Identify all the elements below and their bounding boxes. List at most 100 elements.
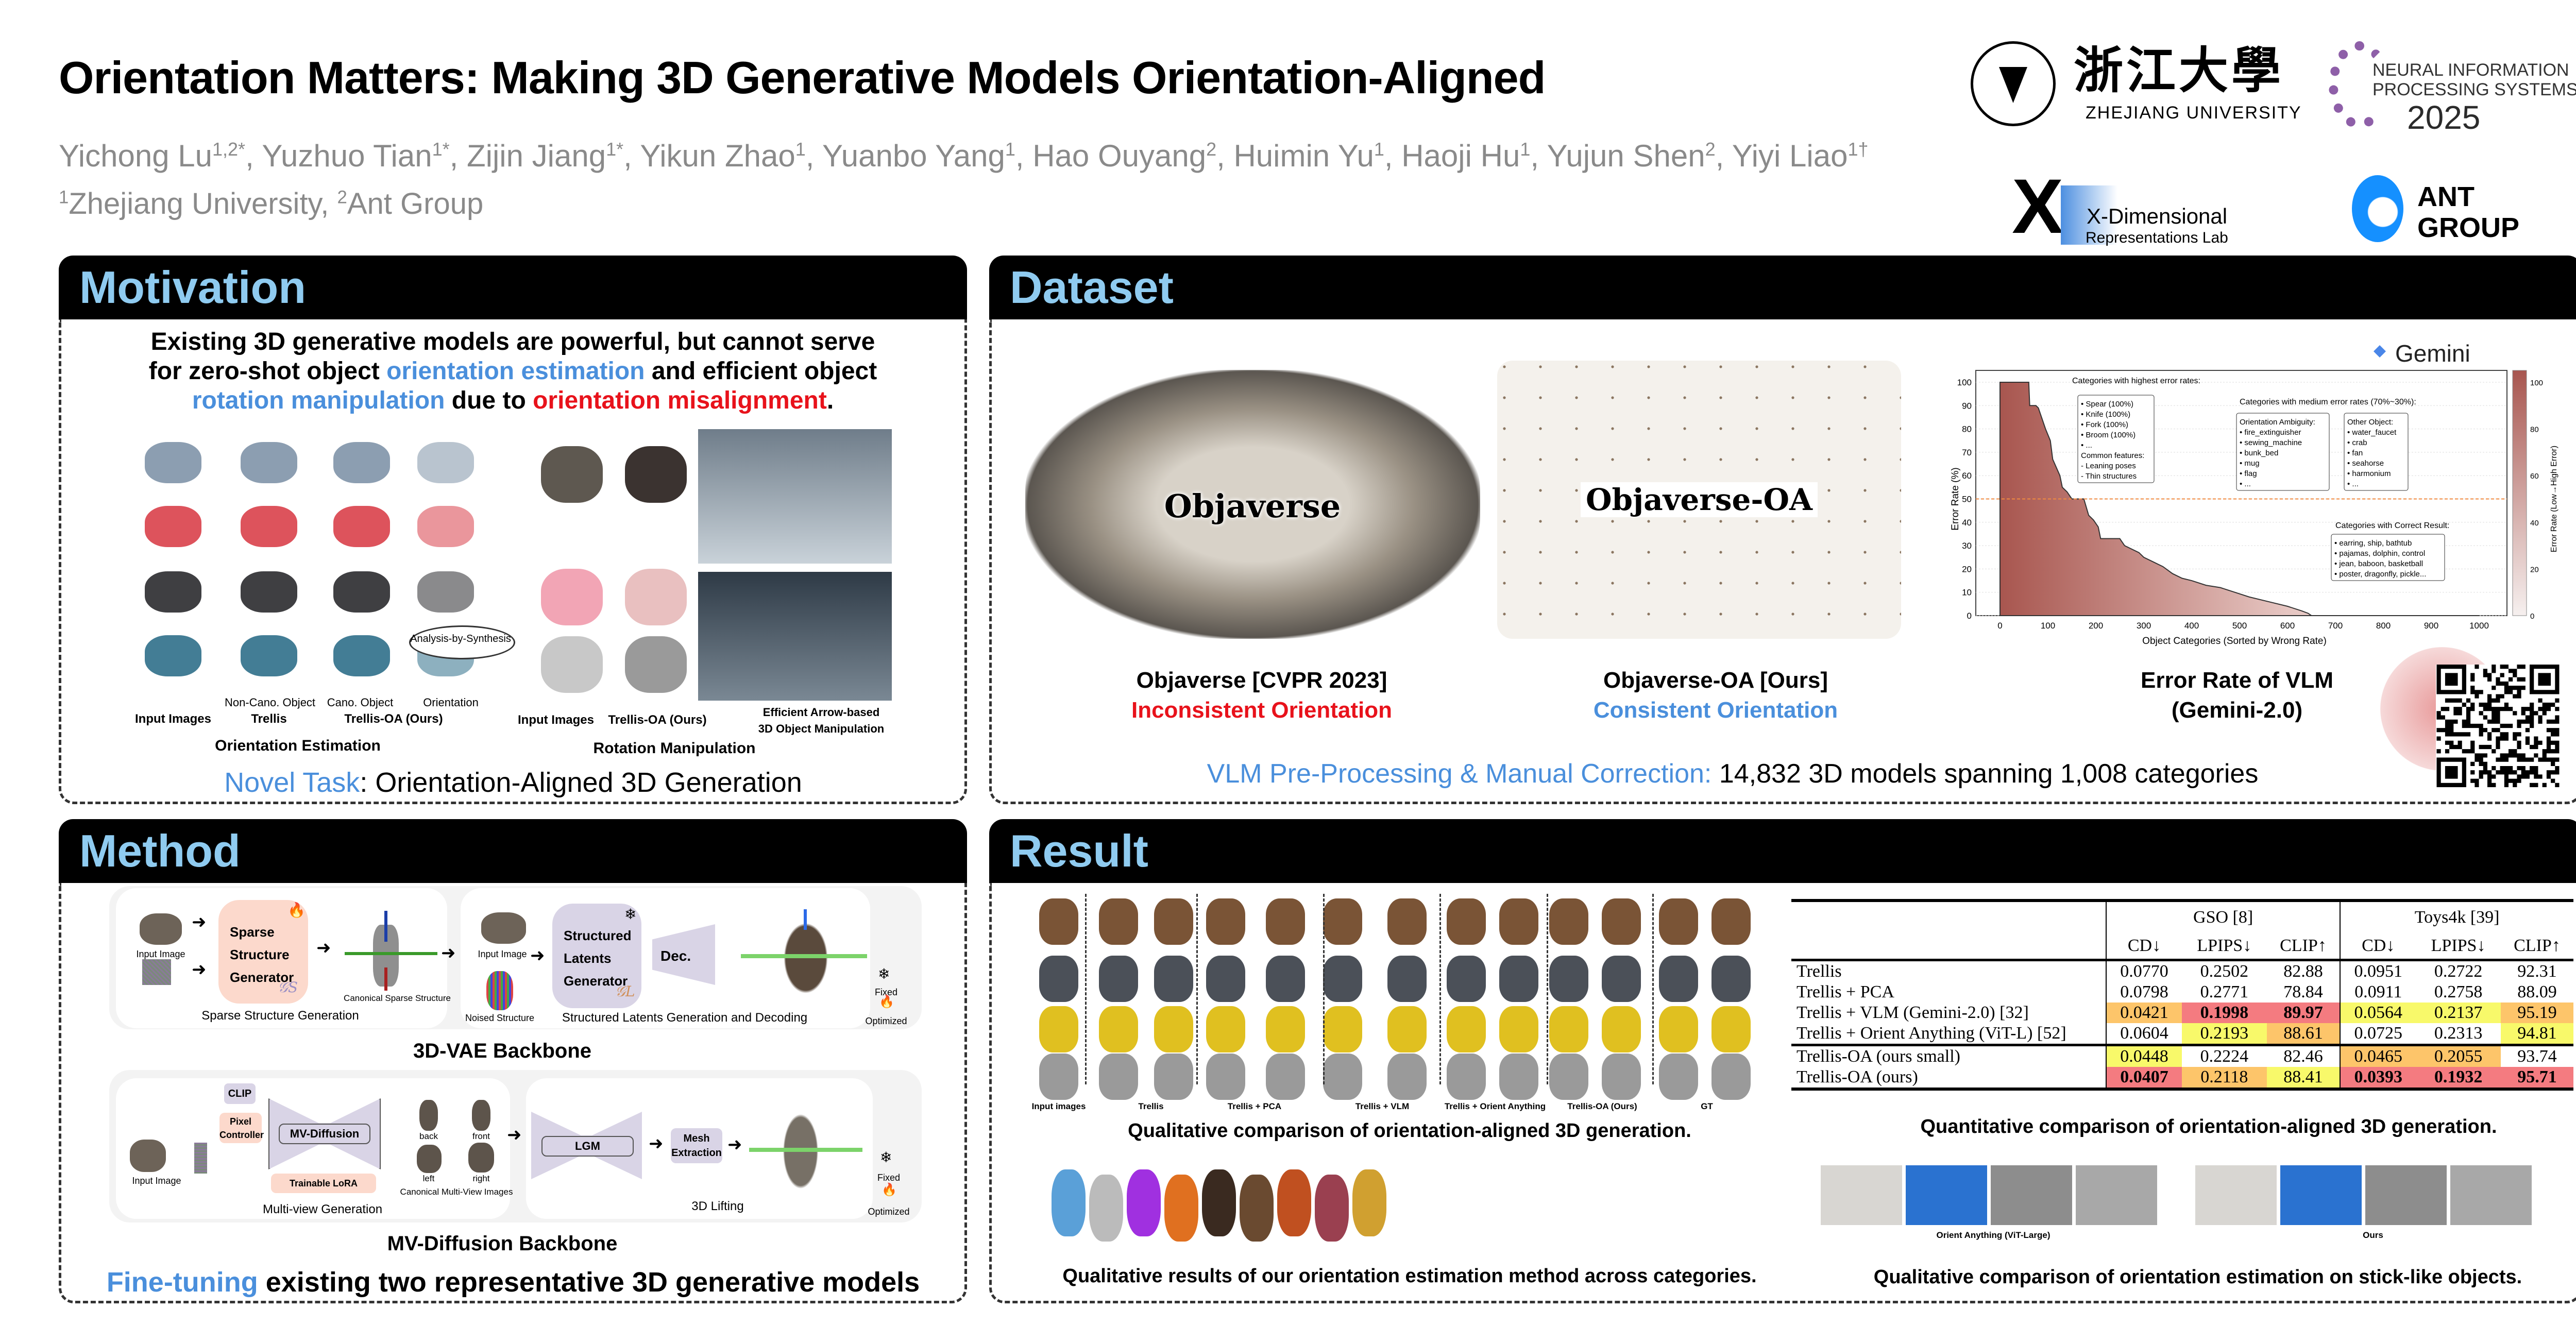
ssg-symbol: 𝒢S (278, 979, 298, 996)
object-render-thumbnail (145, 506, 201, 547)
objaverse-oa-logo-text: Objaverse-OA (1581, 482, 1818, 517)
table-value: 0.2224 (2200, 1047, 2249, 1066)
xdr-line1: X-Dimensional (2087, 204, 2228, 228)
correct-result-title: Categories with Correct Result: (2335, 521, 2449, 530)
mv-backbone-title: MV-Diffusion Backbone (387, 1232, 618, 1255)
correct-result-item: • poster, dragonfly, pickle... (2334, 570, 2426, 579)
object-render-thumbnail (241, 571, 297, 613)
mesh-line1: Mesh (683, 1133, 710, 1144)
author-name: Yichong Lu (59, 139, 213, 173)
stick-object-photo (1991, 1165, 2072, 1225)
trainable-lora-block: Trainable LoRA (271, 1174, 376, 1193)
stick-object-photo (2076, 1165, 2157, 1225)
table-method-name: Trellis-OA (ours small) (1797, 1047, 1960, 1066)
highlight-rotation-manipulation: rotation manipulation (192, 387, 445, 414)
author-affiliation-mark: 1 (1374, 139, 1384, 160)
text: for zero-shot object (148, 358, 387, 385)
manipulation-scene-image (698, 429, 892, 564)
objaverse-oa-subcaption: Consistent Orientation (1593, 698, 1838, 723)
table-corner-cell (1791, 933, 2106, 960)
table-value: 0.2771 (2200, 982, 2249, 1001)
generated-object-render (1659, 956, 1698, 1002)
table-value: 0.1998 (2182, 1003, 2267, 1023)
affiliation-mark: 1 (59, 187, 69, 208)
generated-object-render (1099, 956, 1138, 1002)
grid-column-label: Input images (1031, 1101, 1086, 1111)
noise-image (194, 1143, 207, 1174)
objaverse-collage (1025, 370, 1480, 639)
view-front-label: front (472, 1131, 490, 1141)
author-affiliation-mark: 1,2* (212, 139, 246, 160)
x-tick-label: 400 (2184, 621, 2199, 631)
method-summary-label: Fine-tuning (106, 1267, 258, 1298)
vae-input-image-label: Input Image (136, 949, 185, 959)
method-summary-text: existing two representative 3D generativ… (258, 1267, 920, 1298)
highest-error-item: • Broom (100%) (2081, 431, 2136, 439)
generated-object-render (1039, 956, 1078, 1002)
method-panel: Method Input Image ➜ ➜ Sparse Structure … (59, 819, 967, 1303)
author-name: Yuzhuo Tian (262, 139, 432, 173)
text: due to (445, 387, 533, 414)
x-tick-label: 500 (2232, 621, 2247, 631)
generated-object-render (1447, 956, 1486, 1002)
pixel-line2: Controller (219, 1130, 264, 1140)
author-name: Zijin Jiang (466, 139, 606, 173)
object-render-thumbnail (625, 636, 687, 693)
mv-view-image (417, 1145, 442, 1173)
view-back-label: back (419, 1131, 438, 1141)
generated-object-render (1549, 898, 1588, 945)
blue-axis (384, 911, 387, 942)
column-divider (1085, 894, 1087, 1084)
other-object-item: • seahorse (2347, 459, 2384, 468)
table-group-header: GSO [8] (2105, 901, 2341, 933)
author-affiliation-mark: 1* (432, 139, 450, 160)
generated-object-render (1154, 1054, 1193, 1100)
generated-object-render (1099, 1006, 1138, 1052)
table-value: 88.41 (2266, 1067, 2341, 1089)
table-value: 0.2137 (2416, 1003, 2501, 1023)
affiliation-mark: 2 (337, 187, 347, 208)
stick-caption: Qualitative comparison of orientation es… (1873, 1266, 2522, 1288)
lifting-label: 3D Lifting (691, 1199, 744, 1213)
green-axis (741, 954, 867, 958)
stick-object-photo (1906, 1165, 1987, 1225)
separator: , (1015, 139, 1033, 173)
neurips-line1: NEURAL INFORMATION (2372, 60, 2569, 80)
table-value: 0.0421 (2106, 1003, 2182, 1023)
generated-object-render (1206, 1054, 1245, 1100)
view-right-label: right (472, 1174, 490, 1183)
grid-caption: Qualitative comparison of orientation-al… (1128, 1120, 1691, 1142)
generated-object-render (1099, 898, 1138, 945)
poster-title: Orientation Matters: Making 3D Generativ… (59, 52, 1546, 103)
green-axis (749, 1148, 862, 1152)
motivation-heading: Motivation (59, 256, 967, 319)
qr-finder-pattern (2436, 757, 2466, 787)
x-tick-label: 100 (2041, 621, 2055, 631)
slg-symbol: 𝒢L (615, 983, 635, 1000)
arrow-right-icon: ➜ (441, 943, 456, 963)
object-render-thumbnail (541, 446, 603, 503)
method-body (59, 883, 967, 1303)
input-elephant-image (130, 1140, 166, 1172)
table-value: 92.31 (2517, 962, 2557, 981)
qr-finder-pattern (2530, 665, 2560, 694)
table-method-name: Trellis (1797, 962, 1842, 981)
other-object-item: • harmonium (2347, 469, 2391, 478)
label-trellis-oa-2: Trellis-OA (Ours) (608, 713, 707, 727)
y-tick-label: 100 (1957, 378, 1972, 387)
author-list: Yichong Lu1,2*, Yuzhuo Tian1*, Zijin Jia… (59, 138, 1868, 174)
generated-object-render (1323, 956, 1362, 1002)
colorbar-tick-label: 40 (2530, 519, 2539, 528)
separator: , (1530, 139, 1547, 173)
arrow-right-icon: ➜ (649, 1134, 664, 1153)
arrow-right-icon: ➜ (316, 938, 331, 958)
stick-label-right: Ours (2363, 1230, 2383, 1240)
generated-object-render (1549, 1006, 1588, 1052)
author-name: Yujun Shen (1547, 139, 1705, 173)
canonical-elephant-output (780, 917, 832, 999)
category-result-render (1352, 1169, 1386, 1236)
generated-object-render (1387, 898, 1427, 945)
y-tick-label: 0 (1967, 611, 1972, 621)
qr-code[interactable] (2436, 665, 2560, 787)
